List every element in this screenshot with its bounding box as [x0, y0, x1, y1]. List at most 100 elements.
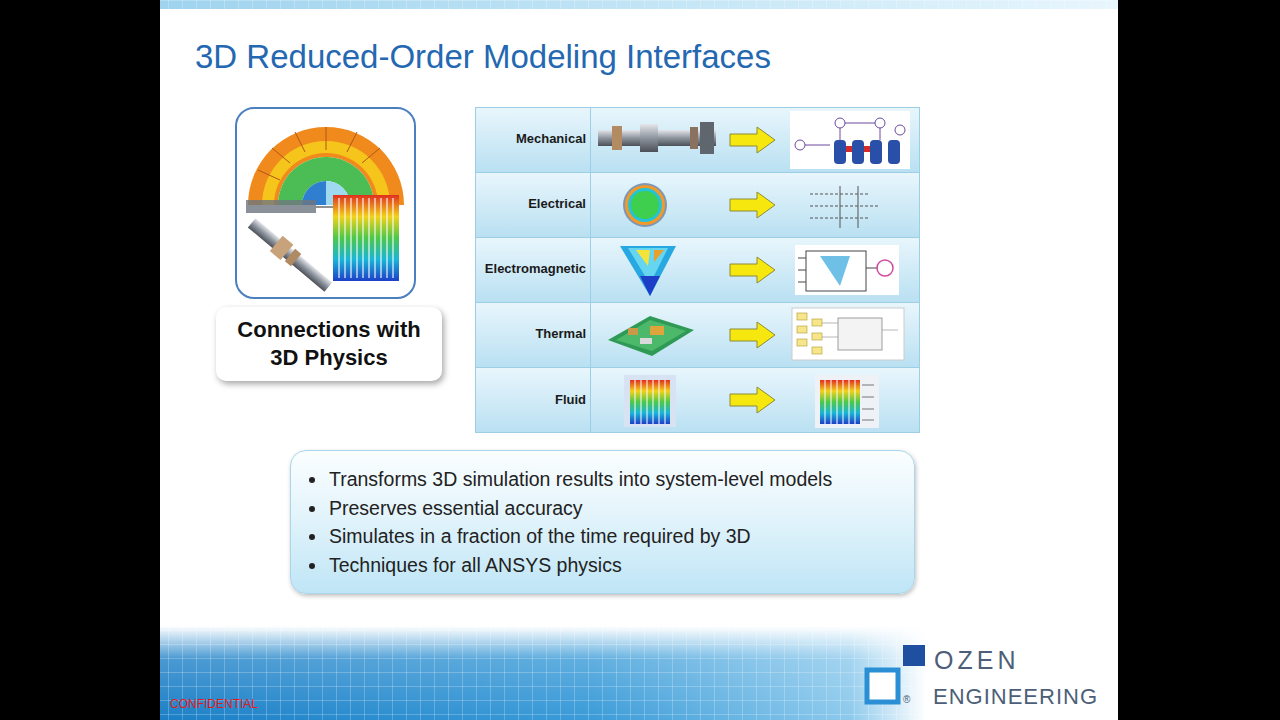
physics-picture-part-part [285, 249, 301, 266]
fluid-rom-part [820, 380, 860, 424]
thermal-network-part-part [822, 337, 838, 338]
fluid-rom-part-part [830, 380, 832, 424]
physics-picture-part-part [392, 198, 394, 278]
fluid-rom-part-part [848, 380, 850, 424]
fluid-rom-part-part [842, 380, 844, 424]
mechanical-schematic [790, 111, 910, 169]
fluid-rom [815, 375, 879, 428]
electrical-cable-part [625, 185, 665, 225]
bottom-band [160, 626, 1118, 720]
slide-title: 3D Reduced-Order Modeling Interfaces [195, 38, 771, 76]
thermal-network-part-part [882, 330, 898, 331]
bullet-text: Simulates in a fraction of the time requ… [329, 522, 898, 551]
fluid-rom-part-part [862, 397, 874, 398]
thermal-network-part-part [812, 333, 822, 340]
physics-table-part [475, 172, 590, 237]
physics-table-part [475, 237, 590, 302]
mechanical-schematic-part [834, 140, 900, 164]
yellow-arrows-part [730, 322, 775, 348]
physics-picture-part-part [347, 132, 357, 152]
fluid-rom-part-part [862, 420, 874, 421]
mechanical-schematic-part-part [834, 140, 846, 164]
row-label: Electrical [478, 196, 586, 211]
mechanical-schematic-part-part [840, 128, 841, 140]
physics-picture-part-part [362, 148, 380, 163]
mechanical-schematic-part-part [895, 125, 905, 135]
physics-table-part [475, 107, 920, 433]
logo-word: ENGINEERING [933, 684, 1098, 710]
physics-picture-part-part [272, 148, 290, 163]
mechanical-shaft-part [690, 127, 698, 149]
physics-table-part-part [475, 237, 920, 238]
logo-mark-part [867, 670, 898, 702]
physics-table-part [475, 107, 920, 433]
thermal-network [792, 308, 904, 360]
mechanical-schematic-part-part [845, 123, 875, 124]
physics-picture-part [248, 127, 404, 205]
mechanical-schematic-part [846, 146, 852, 152]
electrical-cable-part [628, 188, 662, 222]
logo-mark-part [903, 645, 925, 666]
row-label: Fluid [478, 392, 586, 407]
physics-picture-part-part [338, 198, 340, 278]
yellow-arrows-part [730, 127, 775, 153]
electromagnetic-sector [620, 246, 676, 296]
slide-background-part [160, 0, 1118, 9]
thermal-network-part-part [812, 347, 822, 354]
row-label: Electromagnetic [478, 261, 586, 276]
physics-picture-part-part [350, 198, 352, 278]
physics-table-part-part [590, 107, 591, 433]
fluid-rom-part [824, 380, 856, 424]
mechanical-shaft-part [612, 126, 622, 150]
physics-picture-part-part [326, 127, 327, 150]
fluid-heatsink-part [624, 375, 676, 427]
yellow-arrows [730, 127, 775, 413]
thermal-board-part [640, 338, 652, 344]
mechanical-schematic-part-part [875, 118, 885, 128]
physics-table-part-part [475, 367, 920, 368]
electromagnetic-schematic-part [820, 256, 850, 286]
thermal-board-part [608, 316, 694, 356]
electromagnetic-sector-part [654, 250, 664, 262]
fluid-heatsink-part [634, 380, 666, 424]
slide-background-part [160, 0, 1118, 9]
box-text-wrap: Connections with 3D Physics [228, 316, 430, 372]
thermal-network-part-part [812, 319, 822, 326]
fluid-rom-part-part [824, 380, 826, 424]
thermal-board-part [650, 326, 664, 335]
physics-picture-part-part [295, 132, 305, 152]
yellow-arrows-part [730, 192, 775, 218]
physics-picture-part-part [356, 198, 358, 278]
mechanical-shaft-part [640, 124, 658, 152]
fluid-heatsink-part-part [634, 380, 636, 424]
bottom-band-part [160, 626, 1118, 720]
electrical-schematic-part [858, 186, 859, 228]
electromagnetic-sector-part [636, 250, 650, 266]
electromagnetic-schematic-part-part [806, 251, 866, 291]
electromagnetic-schematic [795, 245, 899, 295]
mechanical-schematic-part-part [852, 140, 864, 164]
yellow-arrows-part [730, 257, 775, 283]
thermal-board [608, 316, 694, 356]
logo-mark [867, 645, 925, 702]
physics-picture-part [246, 200, 316, 213]
physics-table-part [590, 367, 920, 433]
fluid-rom-part-part [836, 380, 838, 424]
mechanical-schematic-part-part [805, 145, 830, 146]
bottom-band-part [160, 626, 1118, 720]
physics-table [475, 107, 920, 433]
electromagnetic-sector-part [620, 246, 676, 296]
fluid-rom-part-part [854, 380, 856, 424]
physics-picture-part-part [386, 198, 388, 278]
electromagnetic-schematic-part-part [866, 268, 878, 269]
electrical-cable-part [623, 183, 667, 227]
yellow-arrows-part [730, 387, 775, 413]
thermal-board-part [616, 320, 686, 351]
thermal-network-part [792, 308, 904, 360]
electromagnetic-schematic-part [877, 260, 893, 276]
physics-table-part [475, 302, 590, 367]
mechanical-schematic-part-part [888, 140, 900, 164]
electromagnetic-schematic-part [795, 245, 899, 295]
fluid-heatsink-part-part [640, 380, 642, 424]
